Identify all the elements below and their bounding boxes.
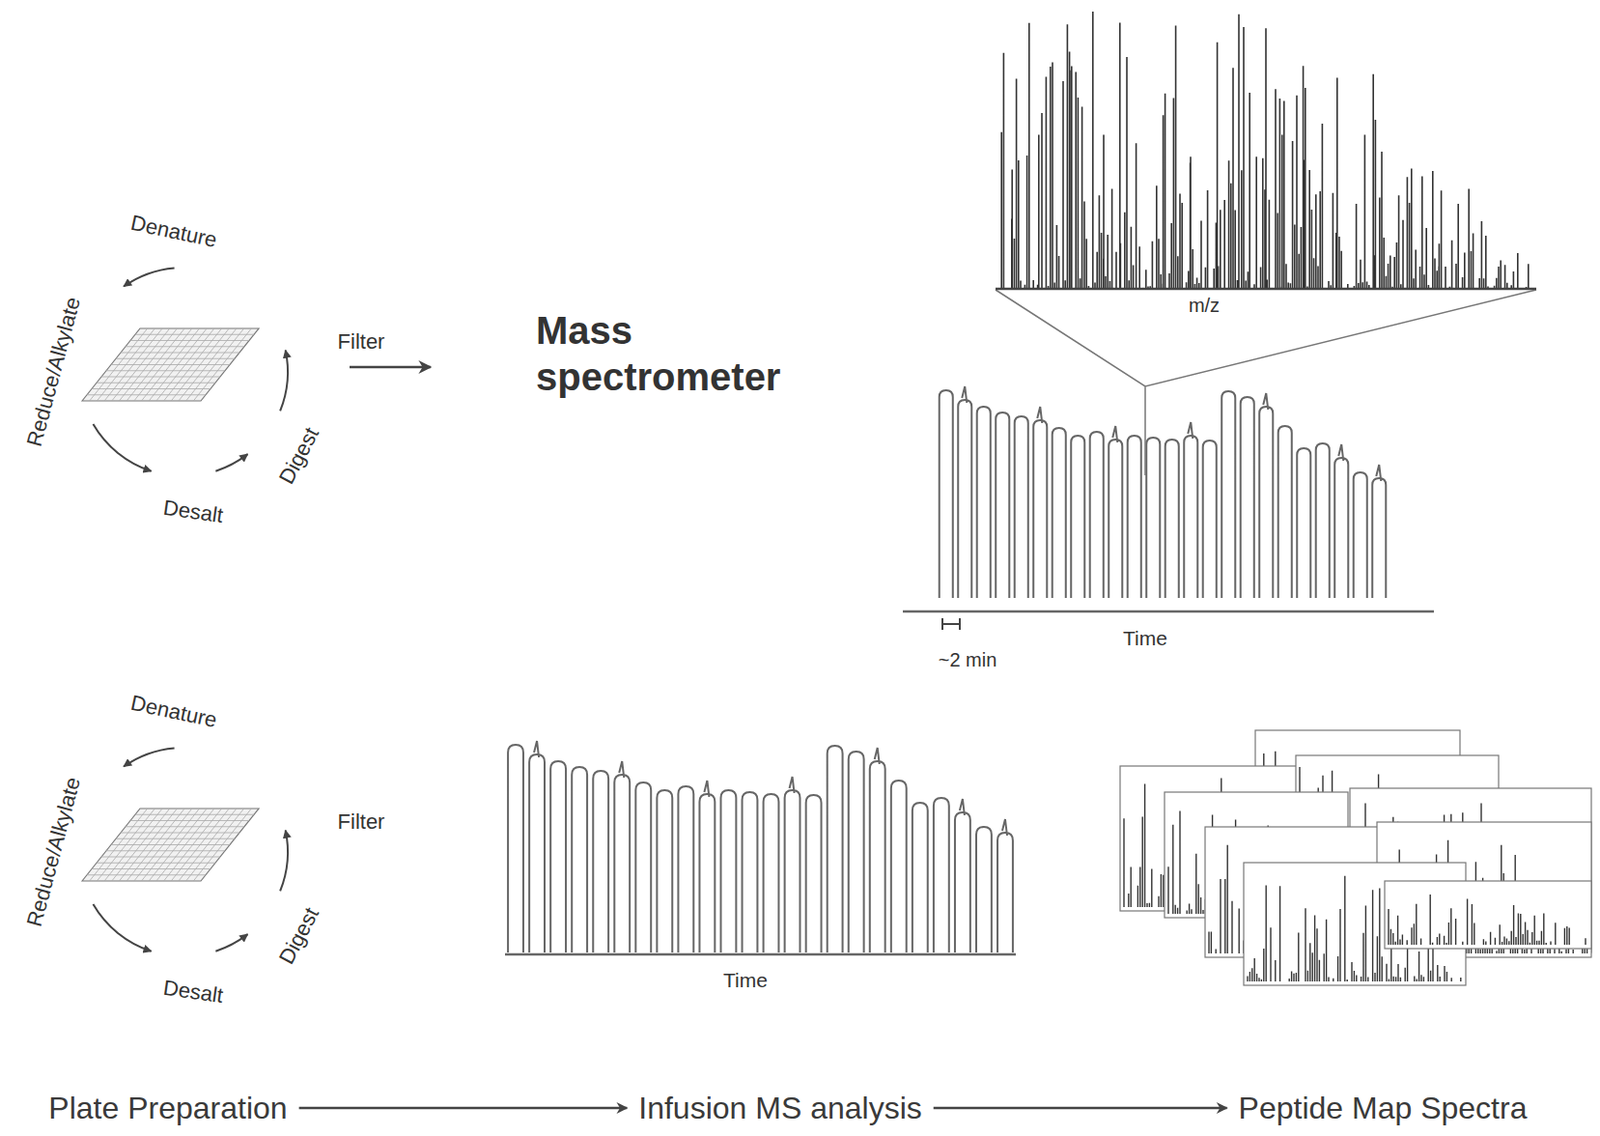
stage-label: Peptide Map Spectra xyxy=(1233,1086,1534,1130)
plate-grid xyxy=(193,808,252,881)
panel-frame xyxy=(1376,821,1592,957)
step-label: Denature xyxy=(128,211,220,253)
well-plate xyxy=(82,808,259,881)
plate-grid xyxy=(186,328,245,401)
stage-title: Peptide Map Spectra xyxy=(1238,1090,1528,1126)
plate-grid xyxy=(89,328,148,401)
axis-label: m/z xyxy=(1188,294,1220,316)
cycle-arrow xyxy=(123,267,175,286)
plate-grid xyxy=(141,328,200,401)
plate-grid xyxy=(170,808,229,881)
plate-grid xyxy=(104,328,163,401)
cycle-arrow xyxy=(280,350,288,412)
plate-grid xyxy=(164,328,223,401)
plate-grid xyxy=(134,328,193,401)
plate-grid xyxy=(96,328,155,401)
trace-peaks xyxy=(507,740,1013,953)
flow-arrow xyxy=(933,1106,1228,1110)
flow-arrow xyxy=(299,1106,628,1110)
step-label: Digest xyxy=(275,423,325,488)
plate-grid xyxy=(156,808,215,881)
plate-grid xyxy=(134,808,193,881)
plate-grid xyxy=(156,328,215,401)
plate-grid xyxy=(178,328,237,401)
prep-cycle xyxy=(82,267,288,471)
instrument-label: Mass spectrometer xyxy=(535,307,816,400)
mz-axis xyxy=(995,287,1537,291)
time-axis xyxy=(505,953,1016,956)
spectrum-peaks xyxy=(1001,11,1529,289)
step-label: Desalt xyxy=(161,496,225,529)
cycle-arrow xyxy=(92,423,151,472)
step-label: Denature xyxy=(128,691,220,732)
plate-grid xyxy=(89,808,148,881)
infusion-trace xyxy=(507,740,1013,953)
well-plate xyxy=(82,328,259,401)
spectrum-panel xyxy=(1384,880,1592,949)
plate-grid xyxy=(126,808,185,881)
stage-label: Infusion MS analysis xyxy=(632,1086,927,1130)
scale-bar xyxy=(942,617,960,630)
plate-grid xyxy=(118,328,177,401)
prep-cycle xyxy=(82,747,288,951)
plate-grid xyxy=(118,808,177,881)
stage-label: Plate Preparation xyxy=(42,1086,293,1130)
step-label: Digest xyxy=(275,903,325,968)
axis-label: Time xyxy=(1122,626,1168,649)
plate-grid xyxy=(112,328,170,401)
plate-grid xyxy=(170,328,229,401)
cycle-arrow xyxy=(123,747,175,766)
plate-grid xyxy=(96,808,155,881)
step-label: Desalt xyxy=(161,976,225,1009)
panel-frame xyxy=(1384,880,1592,949)
flow-arrow xyxy=(349,365,431,369)
plate-grid xyxy=(178,808,237,881)
cycle-arrow xyxy=(92,903,151,952)
plate-grid xyxy=(104,808,163,881)
plate-grid xyxy=(148,328,207,401)
plate-grid xyxy=(148,808,207,881)
panel-peaks xyxy=(1388,894,1586,945)
step-label: Reduce/Alkylate xyxy=(23,774,86,929)
scale-label: ~2 min xyxy=(938,648,998,671)
stage-title: Plate Preparation xyxy=(48,1090,287,1126)
plate-grid xyxy=(186,808,245,881)
step-label: Reduce/Alkylate xyxy=(23,294,86,450)
cycle-arrow xyxy=(215,933,248,952)
step-label: Filter xyxy=(337,810,386,834)
cycle-arrow xyxy=(280,830,288,892)
time-axis xyxy=(902,610,1434,614)
plate-grid xyxy=(112,808,170,881)
plate-grid xyxy=(126,328,185,401)
infusion-trace xyxy=(939,386,1387,598)
cycle-arrow xyxy=(215,453,248,472)
stage-title: Infusion MS analysis xyxy=(638,1090,922,1126)
axis-label: Time xyxy=(723,968,768,991)
plate-grid xyxy=(141,808,200,881)
step-label: Filter xyxy=(337,330,386,354)
plate-grid xyxy=(164,808,223,881)
zoom-lines xyxy=(995,289,1537,476)
plate-grid xyxy=(193,328,252,401)
mass-spectrum xyxy=(995,11,1537,289)
trace-peaks xyxy=(939,386,1387,598)
spectrum-panel xyxy=(1376,821,1592,957)
